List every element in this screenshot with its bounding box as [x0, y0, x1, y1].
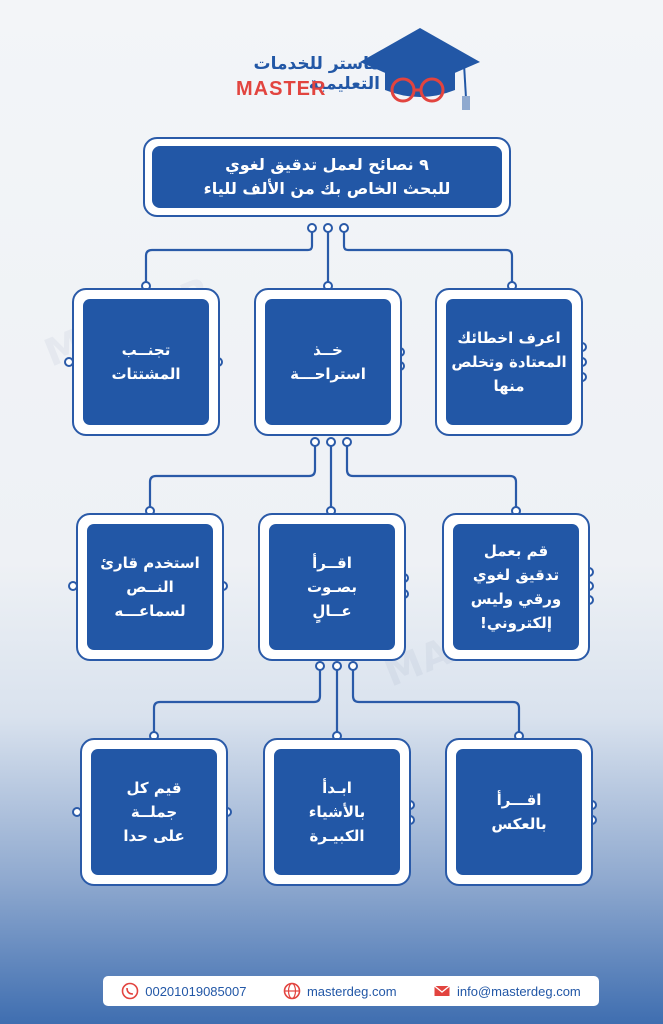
- tip-card-5: اقــرأ بصـوت عــالٍ: [258, 513, 406, 661]
- title-panel: ٩ نصائح لعمل تدقيق لغوي للبحث الخاص بك م…: [152, 146, 502, 208]
- tip-9-line-1: قيم كل: [126, 779, 182, 797]
- tip-3-line-1: تجنــب: [121, 341, 171, 359]
- tip-card-3: تجنــب المشتتات: [72, 288, 220, 436]
- connector-node: [310, 437, 320, 447]
- globe-icon: [283, 982, 301, 1000]
- tip-6-line-3: لسماعـــه: [114, 602, 186, 620]
- tip-card-7: اقـــرأ بالعكس: [445, 738, 593, 886]
- tip-7-line-1: اقـــرأ: [496, 791, 542, 809]
- tip-9-line-2: جملــة: [130, 803, 178, 821]
- tip-1-line-1: اعرف اخطائك: [457, 329, 561, 347]
- tip-2-line-2: استراحـــة: [290, 365, 366, 383]
- tip-card-6: استخدم قارئ النــص لسماعـــه: [76, 513, 224, 661]
- graduation-cap-icon: [360, 28, 480, 110]
- tip-5-line-2: بصـوت: [306, 578, 358, 596]
- title-box: ٩ نصائح لعمل تدقيق لغوي للبحث الخاص بك م…: [143, 137, 511, 217]
- title-line-2: للبحث الخاص بك من الألف للياء: [203, 179, 451, 198]
- tip-1-line-3: منها: [493, 377, 525, 395]
- tip-5-line-3: عــالٍ: [312, 602, 352, 620]
- tip-2-line-1: خــذ: [313, 341, 343, 359]
- connector-node: [342, 437, 352, 447]
- connector-node: [307, 223, 317, 233]
- envelope-icon: [434, 985, 450, 996]
- connector-row1-left: [148, 442, 317, 509]
- title-line-1: ٩ نصائح لعمل تدقيق لغوي: [225, 155, 429, 174]
- brand-arabic-name: ماستر للخدمات التعليمية: [253, 54, 380, 94]
- connector-title-right: [342, 228, 514, 284]
- brand-logo: ماستر للخدمات التعليمية MASTER: [180, 22, 480, 117]
- tip-3-line-2: المشتتات: [111, 365, 181, 383]
- footer-phone: 00201019085007: [121, 982, 246, 1000]
- tip-card-4: قم بعمل تدقيق لغوي ورقي وليس إلكتروني!: [442, 513, 590, 661]
- tip-7-line-2: بالعكس: [491, 815, 547, 833]
- tip-1-line-2: المعتادة وتخلص: [451, 353, 567, 371]
- tip-card-1: اعرف اخطائك المعتادة وتخلص منها: [435, 288, 583, 436]
- brand-latin-name: MASTER: [236, 78, 327, 100]
- tip-4-line-4: إلكتروني!: [480, 614, 552, 632]
- tip-8-line-1: ابـدأ: [322, 779, 352, 797]
- website-link[interactable]: masterdeg.com: [306, 983, 397, 999]
- footer-website: masterdeg.com: [283, 982, 397, 1000]
- tip-card-9: قيم كل جملــة على حدا: [80, 738, 228, 886]
- connector-node: [339, 223, 349, 233]
- connector-node: [323, 223, 333, 233]
- tip-6-line-2: النــص: [126, 578, 174, 596]
- connector-node: [326, 437, 336, 447]
- connector-row2-left: [152, 666, 322, 734]
- contact-footer: 00201019085007 masterdeg.com info@master…: [103, 976, 599, 1006]
- connector-row2-right: [351, 666, 521, 734]
- tip-9-line-3: على حدا: [123, 827, 185, 845]
- connector-node: [348, 661, 358, 671]
- tip-4-line-1: قم بعمل: [483, 542, 549, 560]
- tip-8-line-2: بالأشياء: [308, 803, 366, 821]
- tip-card-2: خــذ استراحـــة: [254, 288, 402, 436]
- tip-4-line-2: تدقيق لغوي: [472, 566, 560, 584]
- connector-node: [332, 661, 342, 671]
- tip-card-8: ابـدأ بالأشياء الكبيـرة: [263, 738, 411, 886]
- footer-email: info@masterdeg.com: [433, 982, 581, 1000]
- connector-node: [315, 661, 325, 671]
- tip-8-line-3: الكبيـرة: [309, 827, 365, 845]
- phone-number[interactable]: 00201019085007: [145, 983, 247, 999]
- tip-6-line-1: استخدم قارئ: [100, 554, 200, 572]
- connector-title-left: [144, 228, 314, 284]
- tip-5-line-1: اقــرأ: [312, 554, 352, 572]
- tip-4-line-3: ورقي وليس: [470, 590, 562, 608]
- whatsapp-icon: [121, 982, 139, 1000]
- email-link[interactable]: info@masterdeg.com: [457, 983, 581, 999]
- connector-row1-right: [345, 442, 518, 509]
